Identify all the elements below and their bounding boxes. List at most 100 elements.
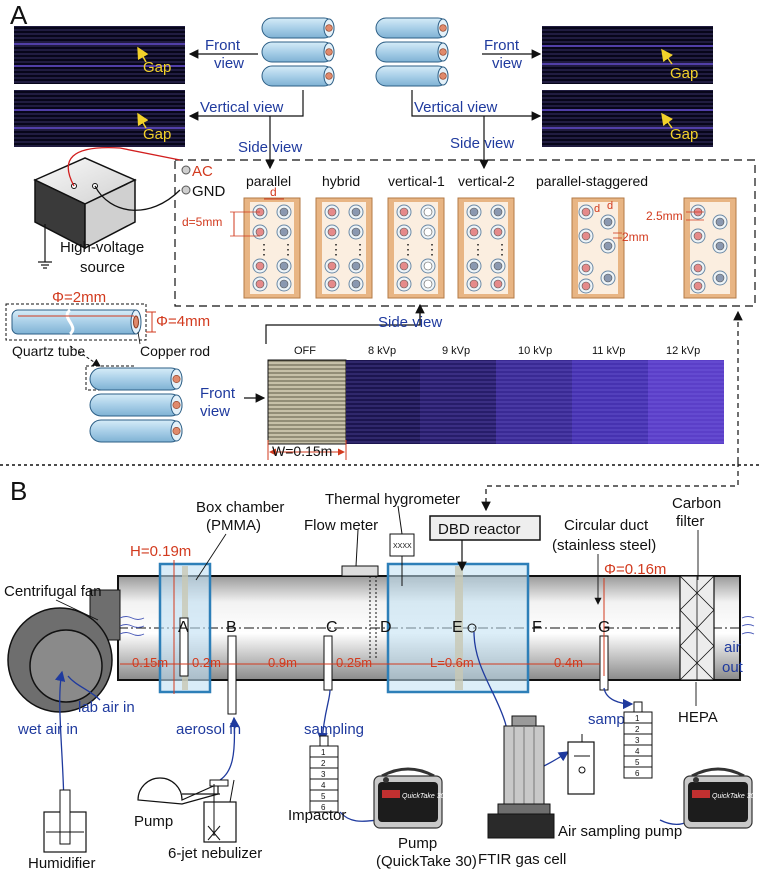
quartz-tube: [375, 41, 449, 63]
electrode: [423, 261, 433, 271]
electrode: [469, 207, 479, 217]
electrode: [715, 273, 725, 283]
config-panel: ⋮⋮: [243, 197, 301, 299]
electrode: [469, 227, 479, 237]
electrode: [327, 261, 337, 271]
electrode: [581, 263, 591, 273]
quartz-tube-detail: [5, 303, 156, 391]
flow-meter: [341, 529, 379, 660]
air-out-waves: [741, 616, 755, 635]
electrode: [603, 273, 613, 283]
dbd-reactor-label: DBD reactor: [438, 521, 521, 538]
dim-d5: d=5mm: [182, 215, 222, 229]
dim-d-staggered-2: d: [607, 200, 613, 212]
hepa-label: HEPA: [678, 709, 718, 726]
voltage-labels: OFF 8 kVp 9 kVp 10 kVp 11 kVp 12 kVp: [294, 345, 700, 357]
thermal-hygrometer: [389, 505, 415, 586]
impactor-stage-number: 1: [635, 714, 640, 723]
electrode: [603, 217, 613, 227]
fan-leader: [55, 599, 99, 621]
electrode: [399, 227, 409, 237]
dim-2-5mm: 2.5mm: [646, 209, 683, 223]
config-panel: ⋮⋮: [315, 197, 373, 299]
wet-air-in-label: wet air in: [17, 721, 78, 738]
impactor-stage-number: 5: [635, 758, 640, 767]
quicktake-brand: QuickTake 30: [712, 793, 755, 800]
aerosol-in-label: aerosol in: [176, 721, 241, 738]
electrode: [715, 217, 725, 227]
centrifugal-fan: [7, 589, 145, 713]
tube-bundle-lower: [89, 367, 183, 443]
electrode: [603, 241, 613, 251]
quartz-tube-label: Quartz tube: [12, 343, 85, 359]
point-c: C: [326, 619, 338, 636]
electrode: [279, 207, 289, 217]
electrode: [351, 207, 361, 217]
gap-label-mid-right: Gap: [670, 126, 698, 143]
config-hybrid: hybrid: [322, 173, 360, 189]
thermal-hygrometer-label: Thermal hygrometer: [325, 491, 460, 508]
plasma-photo-top-right: [542, 26, 713, 84]
quartz-tube: [261, 17, 335, 39]
seg-09: 0.9m: [268, 655, 297, 670]
config-dashed-box: [174, 159, 756, 307]
voltage-12: 12 kVp: [666, 345, 700, 357]
pump-label: Pump: [134, 813, 173, 830]
voltage-9: 9 kVp: [442, 345, 470, 357]
ellipsis-dots: ⋮: [353, 241, 367, 257]
electrode: [279, 227, 289, 237]
config-panel: ⋮⋮: [457, 197, 515, 299]
impactor-stage-number: 3: [635, 736, 640, 745]
box-chamber-line2: (PMMA): [206, 517, 261, 534]
air-sampling-pump-label: Air sampling pump: [558, 823, 682, 840]
jet-nebulizer: [203, 779, 237, 843]
hv-source-line1: High-voltage: [60, 239, 144, 256]
point-g: G: [598, 619, 610, 636]
impactor-stage-number: 2: [635, 725, 640, 734]
electrode: [327, 279, 337, 289]
seg-02: 0.2m: [192, 655, 221, 670]
electrode: [493, 227, 503, 237]
quartz-tube: [89, 367, 183, 391]
electrode: [423, 279, 433, 289]
height-label: H=0.19m: [130, 543, 191, 560]
voltage-off: OFF: [294, 345, 316, 357]
impactor-stage-number: 6: [321, 803, 326, 812]
plasma-photo-mid-left: [14, 90, 185, 147]
impactor-stage-number: 3: [321, 770, 326, 779]
sampling-probe: [323, 635, 333, 691]
config-dimensions: d d=5mm d d 2mm 2.5mm: [182, 185, 704, 244]
quartz-tube: [89, 419, 183, 443]
photo-strip: [267, 359, 724, 445]
electrode: [255, 227, 265, 237]
gap-annotations: Gap Gap Gap Gap: [137, 46, 698, 143]
view-arrows-top: Front view Front view Vertical view Vert…: [188, 37, 542, 170]
config-parallel-staggered: parallel-staggered: [536, 173, 648, 189]
electrode: [581, 281, 591, 291]
ftir-gas-cell: [487, 715, 555, 839]
electrode: [399, 207, 409, 217]
electrode: [351, 279, 361, 289]
voltage-11: 11 kVp: [592, 345, 625, 357]
electrode: [581, 231, 591, 241]
sampling-left-label: sampling: [304, 721, 364, 738]
sampling-probe: [227, 635, 237, 715]
electrode: [693, 281, 703, 291]
side-view-right: Side view: [450, 135, 514, 152]
measurement-points: A B C D E F G: [178, 619, 610, 636]
impactor-label: Impactor: [288, 807, 346, 824]
vertical-view-right: Vertical view: [414, 99, 498, 116]
point-e: E: [452, 619, 463, 636]
ellipsis-dots: ⋮: [425, 241, 439, 257]
electrode: [423, 227, 433, 237]
electrode: [255, 279, 265, 289]
electrode: [327, 227, 337, 237]
hepa-filter: [679, 575, 715, 681]
phi-4mm: Φ=4mm: [156, 313, 210, 330]
vertical-view-left: Vertical view: [200, 99, 284, 116]
point-d: D: [380, 619, 392, 636]
quartz-tube: [375, 17, 449, 39]
phi-2mm: Φ=2mm: [52, 289, 106, 306]
quicktake-pump: QuickTake 30: [373, 767, 445, 829]
quartz-tube: [261, 65, 335, 87]
